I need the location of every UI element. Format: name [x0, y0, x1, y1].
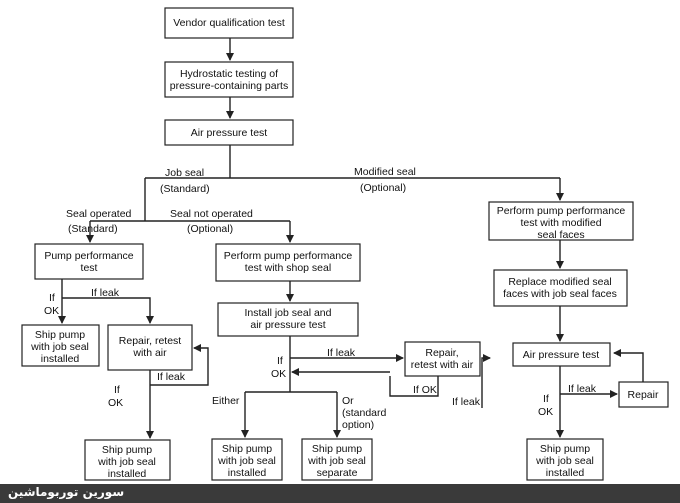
edge-repair-mid-leak: [481, 354, 491, 408]
box-line: Pump performance: [44, 250, 133, 262]
box-line: Repair,: [425, 347, 458, 359]
edge-pump-leak: [62, 297, 154, 324]
box-line: Repair, retest: [119, 335, 182, 347]
box-line: Ship pump: [312, 443, 362, 455]
box-line: faces with job seal faces: [503, 288, 617, 300]
box-line: Air pressure test: [523, 349, 600, 361]
box-line: retest with air: [411, 359, 474, 371]
vendor-qualification-box: Vendor qualification test: [164, 7, 294, 39]
box-line: installed: [41, 353, 80, 365]
box-line: installed: [228, 467, 267, 479]
box-line: separate: [317, 467, 358, 479]
label-job-seal: Job seal(Standard): [160, 167, 210, 195]
box-line: installed: [108, 468, 147, 480]
box-line: Replace modified seal: [508, 276, 611, 288]
svg-text:Vendor qualification test: Vendor qualification test: [173, 17, 285, 29]
label-either: Either: [212, 395, 240, 407]
box-line: test: [81, 262, 98, 274]
box-line: with air: [132, 347, 167, 359]
box-line: Vendor qualification test: [173, 17, 285, 29]
label-if-leak-a: If leak: [91, 287, 120, 299]
label-if-leak-c: If leak: [327, 347, 356, 359]
box-line: Repair: [628, 389, 659, 401]
box-line: with job seal: [535, 455, 594, 467]
box-line: Perform pump performance: [497, 205, 626, 217]
box-line: Install job seal and: [245, 307, 332, 319]
box-line: Ship pump: [222, 443, 272, 455]
edge-repair-right-back: [613, 349, 644, 382]
box-line: pressure-containing parts: [170, 80, 288, 92]
box-line: Hydrostatic testing of: [180, 68, 278, 80]
box-line: installed: [546, 467, 585, 479]
box-line: test with modified: [520, 217, 601, 229]
air-pressure-test-right-box: Air pressure test: [512, 342, 611, 367]
edge-repair-left-loop: [150, 344, 209, 386]
box-line: with job seal: [307, 455, 366, 467]
svg-text:Repair,retest with air: Repair,retest with air: [411, 347, 474, 371]
box-line: Ship pump: [35, 329, 85, 341]
edges: [58, 38, 644, 439]
repair-right-box: Repair: [618, 381, 669, 408]
box-line: with job seal: [30, 341, 89, 353]
label-if-leak-e: If leak: [568, 383, 597, 395]
box-line: with job seal: [97, 456, 156, 468]
label-if-leak-d: If leak: [452, 396, 481, 408]
edge-labels: Job seal(Standard) Modified seal(Optiona…: [44, 166, 597, 431]
edge-repair-mid-ok: [389, 376, 439, 397]
repair-retest-mid-box: Repair,retest with air: [404, 341, 481, 377]
svg-text:Air pressure test: Air pressure test: [191, 127, 268, 139]
label-if-leak-b: If leak: [157, 371, 186, 383]
box-line: with job seal: [217, 455, 276, 467]
box-line: Perform pump performance: [224, 250, 353, 262]
svg-text:Air pressure test: Air pressure test: [523, 349, 600, 361]
label-if-ok-d: If OK: [413, 384, 437, 396]
svg-text:Repair: Repair: [628, 389, 659, 401]
flowchart: Vendor qualification test Hydrostatic te…: [21, 7, 669, 481]
box-line: air pressure test: [250, 319, 325, 331]
box-line: Air pressure test: [191, 127, 268, 139]
box-line: Ship pump: [102, 444, 152, 456]
box-line: seal faces: [537, 229, 584, 241]
footer-watermark-text: سورین توربوماشین: [8, 485, 125, 499]
label-seal-operated: Seal operated(Standard): [66, 208, 132, 235]
box-line: test with shop seal: [245, 262, 331, 274]
label-seal-not-operated: Seal not operated(Optional): [170, 208, 253, 235]
air-pressure-test-box: Air pressure test: [164, 119, 294, 146]
footer-bar: سورین توربوماشین: [0, 484, 680, 503]
label-modified-seal: Modified seal(Optional): [354, 166, 416, 194]
box-line: Ship pump: [540, 443, 590, 455]
